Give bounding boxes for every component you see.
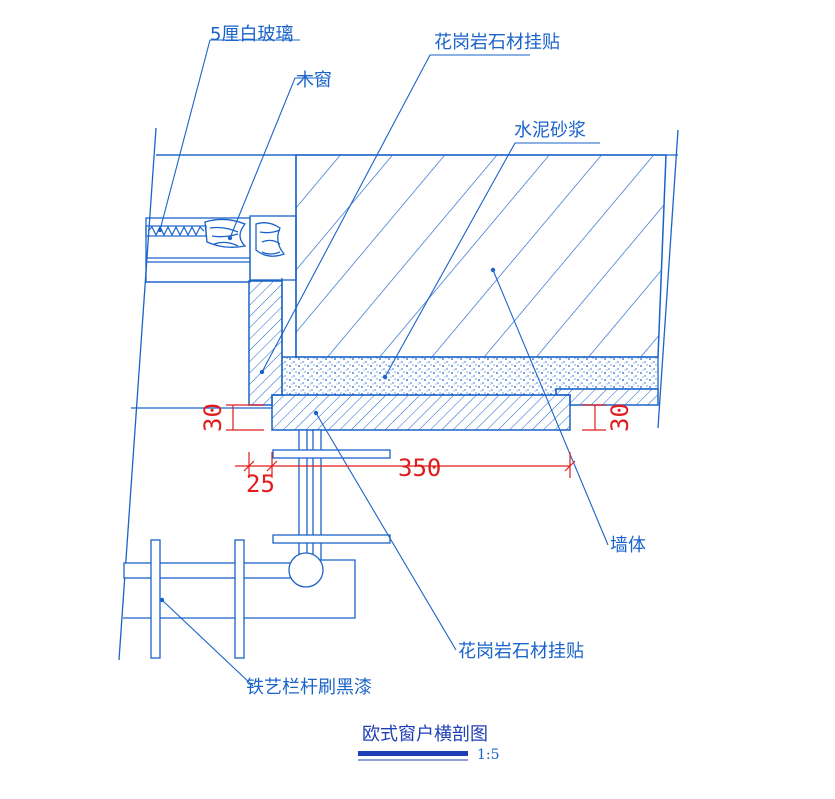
title-underline-thick [358,751,468,756]
label-granite-bottom: 花岗岩石材挂贴 [458,641,584,662]
label-railing: 铁艺栏杆刷黑漆 [246,677,372,698]
title-text: 欧式窗户横剖图 [362,724,488,745]
label-glass: 5厘白玻璃 [210,24,293,45]
drawing-title: 欧式窗户横剖图 1:5 [358,724,500,763]
granite-cladding [248,280,659,431]
glass-pane [145,225,207,237]
title-scale: 1:5 [477,747,500,763]
label-mortar: 水泥砂浆 [514,120,586,141]
label-granite-top: 花岗岩石材挂贴 [434,32,560,53]
wood-window-frame [145,215,297,283]
dim-left-30: 30 [199,403,227,432]
dimension-lines [226,404,606,478]
leader-dots [157,227,496,603]
dim-right-30: 30 [606,403,634,432]
labels: 5厘白玻璃 木窗 花岗岩石材挂贴 水泥砂浆 墙体 花岗岩石材挂贴 铁艺栏杆刷黑漆 [210,24,646,698]
dim-350: 350 [398,454,441,482]
label-wood-window: 木窗 [296,70,332,91]
label-wall: 墙体 [610,535,646,556]
dimension-texts: 30 30 25 350 [199,403,634,498]
iron-railing [123,429,391,659]
leader-lines [159,39,609,687]
dim-25: 25 [246,470,275,498]
wall-block [295,154,667,358]
